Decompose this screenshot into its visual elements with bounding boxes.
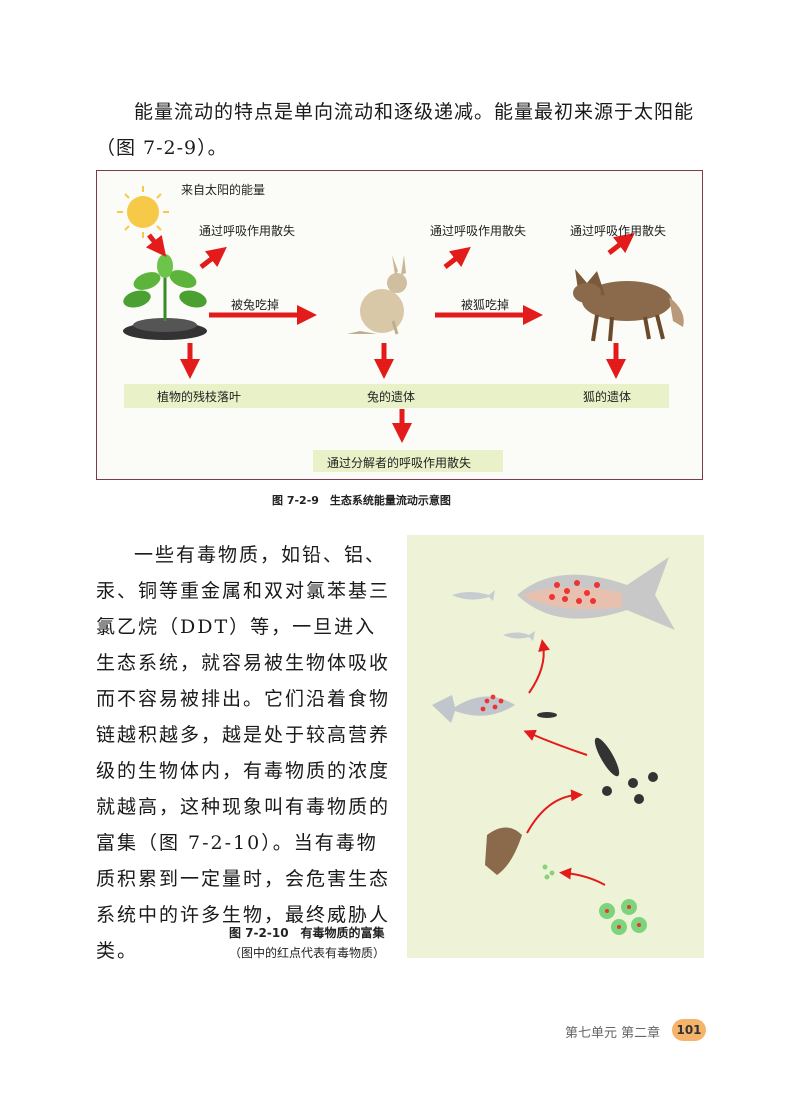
energy-flow-diagram <box>117 186 684 443</box>
large-fish-icon <box>517 557 675 630</box>
insect-icon <box>594 737 658 804</box>
intro-paragraph: 能量流动的特点是单向流动和逐级递减。能量最初来源于太阳能（图 7-2-9）。 <box>96 101 695 159</box>
small-fish-icon <box>452 590 535 641</box>
eaten-by-fox-label: 被狐吃掉 <box>461 298 510 312</box>
water-flea-icon <box>485 827 522 875</box>
decomposer-label: 通过分解者的呼吸作用散失 <box>327 456 472 470</box>
plant-icon <box>123 254 207 340</box>
fox-icon <box>573 269 684 342</box>
eaten-by-rabbit-label: 被兔吃掉 <box>231 298 280 312</box>
medium-fish-icon <box>432 694 557 723</box>
page-number: 101 <box>672 1019 706 1041</box>
rabbit-remains-label: 兔的遗体 <box>367 390 416 404</box>
chapter-footer: 第七单元 第二章 <box>565 1026 661 1041</box>
rabbit-respiration-label: 通过呼吸作用散失 <box>430 224 527 238</box>
sun-energy-label: 来自太阳的能量 <box>181 183 266 197</box>
fox-remains-label: 狐的遗体 <box>583 390 632 404</box>
figure1-caption: 图 7-2-9 生态系统能量流动示意图 <box>272 494 451 507</box>
figure2-caption: 图 7-2-10 有毒物质的富集 <box>229 926 385 940</box>
figure2-subcaption: （图中的红点代表有毒物质） <box>229 946 386 960</box>
decomposer-bar <box>313 450 503 472</box>
sun-icon <box>117 186 169 238</box>
body-paragraph: 一些有毒物质，如铅、铝、汞、铜等重金属和双对氯苯基三氯乙烷（DDT）等，一旦进入… <box>96 544 391 962</box>
plant-respiration-label: 通过呼吸作用散失 <box>199 224 296 238</box>
rabbit-icon <box>347 255 407 335</box>
plant-remains-label: 植物的残枝落叶 <box>157 390 242 404</box>
fox-respiration-label: 通过呼吸作用散失 <box>570 224 667 238</box>
toxin-accumulation-figure <box>407 535 704 958</box>
remains-bar <box>124 384 669 408</box>
algae-icon <box>542 864 647 935</box>
energy-flow-figure: 来自太阳的能量 通过呼吸作用散失 通过呼吸作用散失 通过呼吸作用散失 被兔吃掉 … <box>96 170 703 480</box>
food-chain-illustration <box>432 557 675 935</box>
